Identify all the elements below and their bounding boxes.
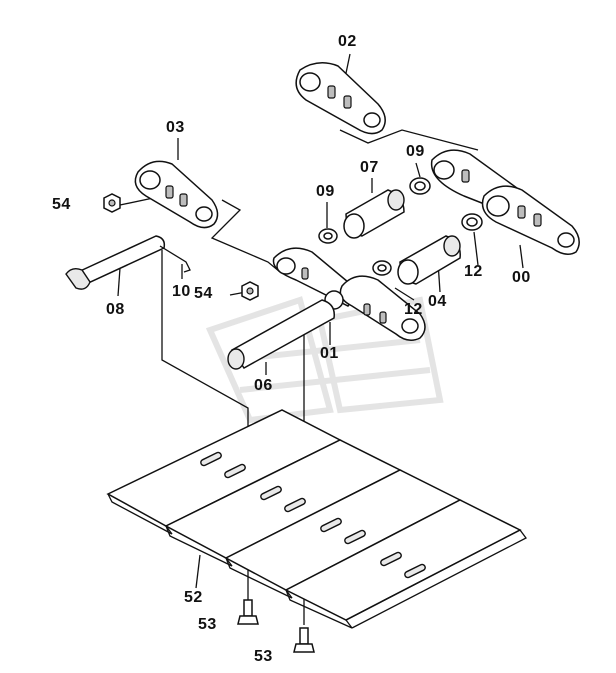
callout-04: 04 <box>428 293 447 310</box>
part-04-bushing <box>397 235 461 285</box>
callout-12-left: 12 <box>404 301 423 318</box>
callout-08: 08 <box>106 301 125 318</box>
part-53-bolt-lower <box>293 627 315 653</box>
part-03-link <box>134 160 219 229</box>
callout-03: 03 <box>166 119 185 136</box>
callout-54-lower: 54 <box>194 285 213 302</box>
callout-53-lower: 53 <box>254 648 273 665</box>
callout-01: 01 <box>320 345 339 362</box>
callout-54-upper: 54 <box>52 196 71 213</box>
part-10-spring-pin <box>159 245 191 273</box>
part-07-bushing <box>343 189 405 239</box>
callout-00: 00 <box>512 269 531 286</box>
part-54-nut-upper <box>103 193 121 213</box>
part-09-seal-left <box>318 228 338 244</box>
callout-06: 06 <box>254 377 273 394</box>
callout-52: 52 <box>184 589 203 606</box>
callout-10: 10 <box>172 283 191 300</box>
part-12-seal-right <box>461 213 483 231</box>
part-54-nut-lower <box>241 281 259 301</box>
part-53-bolt-upper <box>237 599 259 625</box>
part-09-seal-right <box>409 177 431 195</box>
part-12-seal-left <box>372 260 392 276</box>
part-06-pin <box>227 299 335 370</box>
callout-09-right: 09 <box>406 143 425 160</box>
callout-02: 02 <box>338 33 357 50</box>
callout-09-left: 09 <box>316 183 335 200</box>
track-shoe-slots <box>200 451 426 579</box>
part-01-link <box>272 247 426 341</box>
callout-53-upper: 53 <box>198 616 217 633</box>
part-00-link <box>430 149 580 255</box>
part-08-pin <box>65 235 166 290</box>
part-52-track-shoes <box>106 409 527 629</box>
callout-12-right: 12 <box>464 263 483 280</box>
part-02-link <box>295 62 386 135</box>
callout-07: 07 <box>360 159 379 176</box>
